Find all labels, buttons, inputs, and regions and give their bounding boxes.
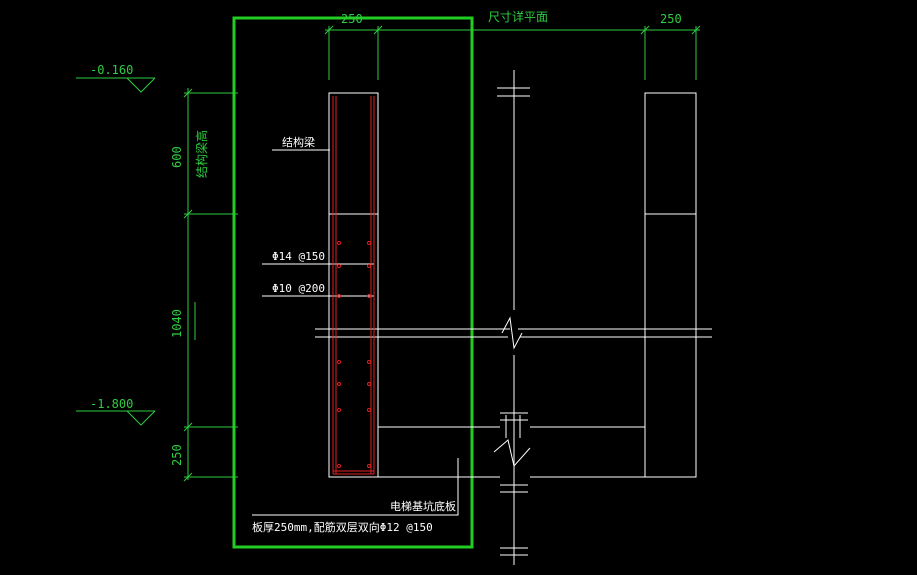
structure-lines: [252, 70, 712, 565]
dim-top-right-width: 250: [660, 12, 682, 26]
level-lower: -1.800: [90, 397, 133, 411]
rebar-dots: [337, 241, 371, 468]
label-slab-note: 板厚250mm,配筋双层双向Φ12 @150: [252, 520, 433, 534]
plan-caption: 尺寸详平面: [488, 9, 548, 24]
label-rebar-1: Φ14 @150: [272, 250, 325, 263]
dim-seg-low: 250: [170, 444, 184, 466]
dim-top-left-width: 250: [341, 12, 363, 26]
dim-seg-upper: 600: [170, 146, 184, 168]
label-structural-beam: 结构梁: [282, 135, 315, 149]
label-pit-floor: 电梯基坑底板: [390, 499, 456, 513]
rebar-cage: [332, 96, 375, 475]
level-upper: -0.160: [90, 63, 133, 77]
dim-seg-mid: 1040: [170, 309, 184, 338]
vertical-note: 结构梁高: [194, 130, 209, 178]
label-rebar-2: Φ10 @200: [272, 282, 325, 295]
selection-highlight-box: [232, 16, 474, 549]
dimension-lines: [76, 25, 701, 482]
